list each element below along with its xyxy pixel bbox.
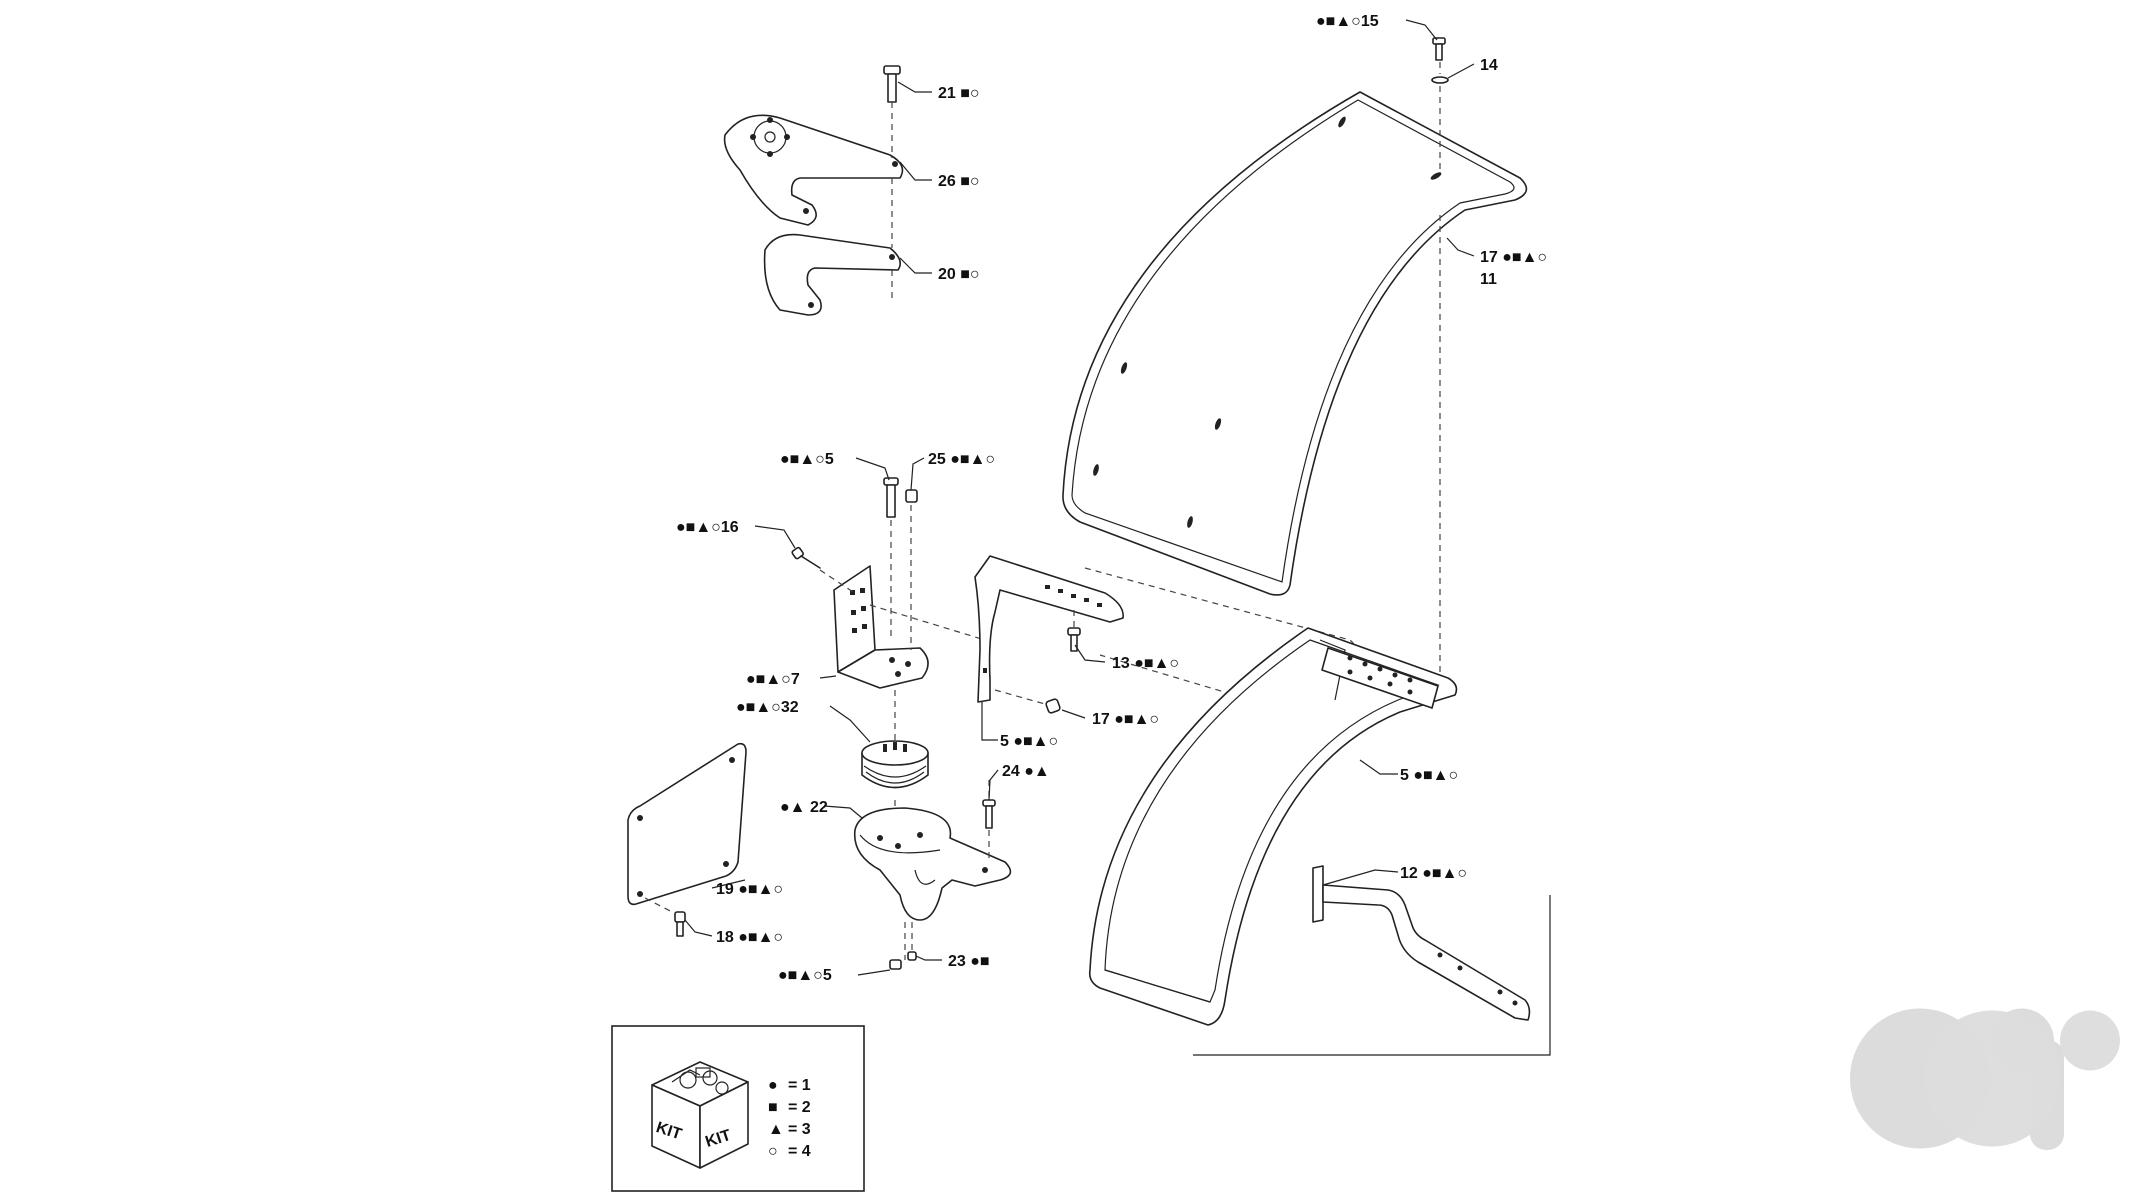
part-curved-frame-5 [1088,627,1458,1026]
callout-labels: ●■▲○15 14 21 ■○ 26 ■○ 20 ■○ 17 ●■▲○ 11 ●… [676,13,1547,984]
part-bolt-24 [982,799,996,829]
part-angle-bracket-7 [833,565,929,689]
part-mounting-plate-lower [763,233,901,316]
part-swivel-base-22 [853,807,1012,921]
callout-7: ●■▲○7 [746,671,800,688]
callout-15: ●■▲○15 [1316,13,1379,30]
leader-lines [684,19,1475,976]
callout-25: 25 ●■▲○ [928,451,995,468]
legend-text-2: = 2 [788,1099,811,1116]
part-bracket-arm-5 [974,555,1124,703]
watermark-logo [1850,1008,2120,1150]
callout-21: 21 ■○ [938,85,980,102]
part-washer-14 [1431,76,1449,84]
part-fender-panel [1062,91,1528,596]
part-nut-17 [1045,698,1061,714]
callout-20: 20 ■○ [938,266,980,283]
callout-17-top: 17 ●■▲○ [1480,249,1547,266]
part-nut-23 [907,951,917,961]
callout-24: 24 ●▲ [1002,763,1050,780]
part-nut-25 [905,489,918,503]
callout-32: ●■▲○32 [736,699,799,716]
legend-symbol-1: ● [768,1077,778,1094]
part-support-arm-12 [1312,865,1531,1021]
part-bolt-21 [883,65,901,103]
callout-5-bottom: ●■▲○5 [778,967,832,984]
part-bolt-13 [1067,627,1081,652]
legend-symbol-4: ○ [768,1143,778,1160]
callout-5-frame: 5 ●■▲○ [1400,767,1458,784]
callout-5-arm: 5 ●■▲○ [1000,733,1058,750]
callout-11: 11 [1480,271,1497,288]
kit-legend-list: ● = 1 ■ = 2 ▲ = 3 ○ = 4 [768,1077,811,1160]
part-bolt-18 [674,911,686,937]
part-mounting-plate-upper [723,114,904,226]
callout-23: 23 ●■ [948,953,990,970]
kit-box-icon: KIT KIT [651,1061,749,1169]
legend-symbol-3: ▲ [768,1121,784,1138]
callout-14: 14 [1480,57,1498,74]
legend-text-4: = 4 [788,1143,811,1160]
legend-symbol-2: ■ [768,1099,778,1116]
part-nut-5-bottom [889,959,902,970]
legend-text-3: = 3 [788,1121,811,1138]
part-side-plate-19 [627,742,747,906]
legend-text-1: = 1 [788,1077,811,1094]
callout-5-top: ●■▲○5 [780,451,834,468]
kit-legend-box: KIT KIT ● = 1 ■ = 2 ▲ = 3 ○ = 4 [611,1025,865,1192]
callout-16: ●■▲○16 [676,519,739,536]
part-bolt-5-top [883,477,899,518]
callout-19: 19 ●■▲○ [716,881,783,898]
callout-22: ●▲ 22 [780,799,828,816]
callout-13: 13 ●■▲○ [1112,655,1179,672]
part-bolt-15 [1432,37,1446,61]
callout-18: 18 ●■▲○ [716,929,783,946]
callout-17-mid: 17 ●■▲○ [1092,711,1159,728]
callout-12: 12 ●■▲○ [1400,865,1467,882]
part-screw-16 [791,546,821,569]
callout-26: 26 ■○ [938,173,980,190]
part-rubber-mount-32 [861,740,929,789]
